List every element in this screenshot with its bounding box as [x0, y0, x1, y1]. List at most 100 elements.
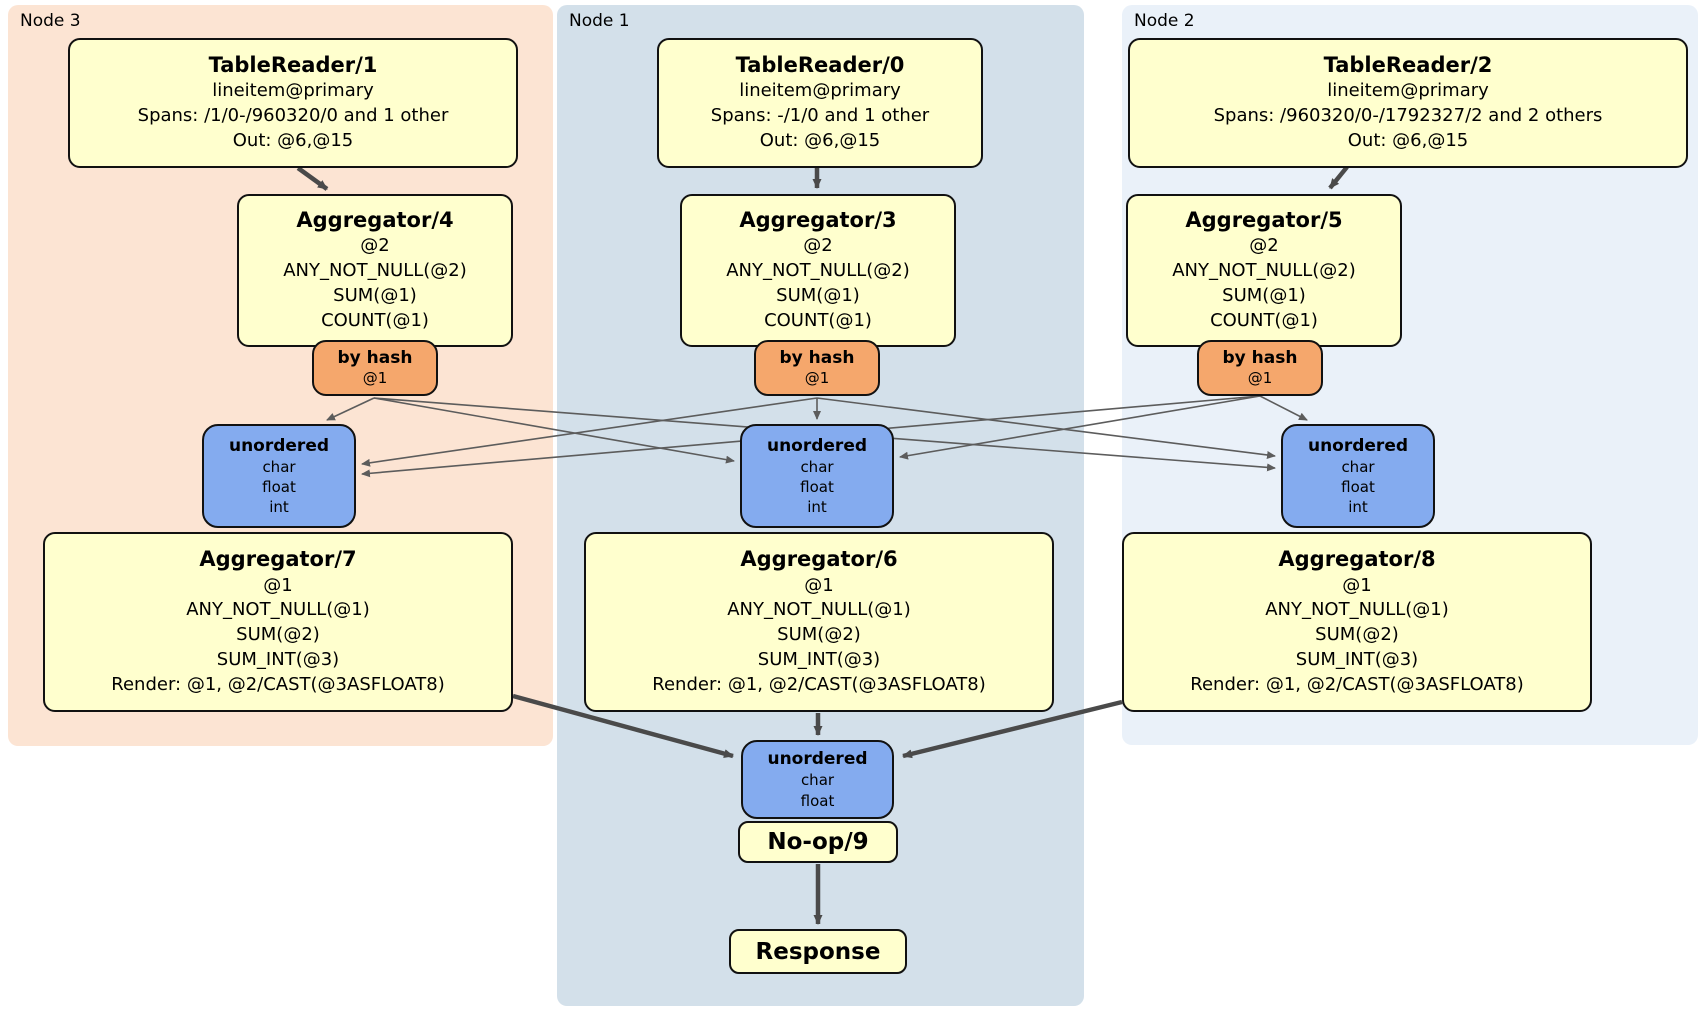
- aggregator-5-groupcols: @2: [1249, 235, 1279, 257]
- hash-router-node2: by hash @1: [1197, 340, 1323, 396]
- tablereader-2-title: TableReader/2: [1323, 53, 1493, 78]
- sync-node2-col-char: char: [1341, 457, 1375, 476]
- hash-router-node2-column: @1: [1247, 368, 1273, 387]
- response-box: Response: [729, 929, 907, 974]
- tablereader-1-title: TableReader/1: [208, 53, 378, 78]
- aggregator-4-title: Aggregator/4: [296, 208, 454, 233]
- aggregator-7-agg1: ANY_NOT_NULL(@1): [186, 599, 370, 621]
- aggregator-7-box: Aggregator/7 @1 ANY_NOT_NULL(@1) SUM(@2)…: [43, 532, 513, 712]
- aggregator-6-render: Render: @1, @2/CAST(@3ASFLOAT8): [652, 673, 986, 695]
- hash-router-node3-label: by hash: [337, 348, 413, 369]
- sync-node2-col-float: float: [1341, 477, 1375, 496]
- aggregator-4-agg3: COUNT(@1): [321, 309, 429, 331]
- aggregator-8-agg3: SUM_INT(@3): [1295, 649, 1419, 671]
- aggregator-5-box: Aggregator/5 @2 ANY_NOT_NULL(@2) SUM(@1)…: [1126, 194, 1402, 347]
- edge-router3-sync1: [373, 397, 735, 464]
- aggregator-8-agg1: ANY_NOT_NULL(@1): [1265, 599, 1449, 621]
- sync-final-col-float: float: [800, 791, 835, 810]
- aggregator-3-agg3: COUNT(@1): [764, 309, 872, 331]
- aggregator-4-groupcols: @2: [360, 235, 390, 257]
- unordered-sync-node2: unordered char float int: [1281, 424, 1435, 528]
- hash-router-node1-column: @1: [804, 368, 830, 387]
- tablereader-2-box: TableReader/2 lineitem@primary Spans: /9…: [1128, 38, 1688, 168]
- aggregator-3-groupcols: @2: [803, 235, 833, 257]
- sync-final-col-char: char: [800, 771, 835, 790]
- sync-node3-col-char: char: [262, 457, 296, 476]
- tablereader-2-spans: Spans: /960320/0-/1792327/2 and 2 others: [1213, 105, 1603, 127]
- edge-router2-sync1: [899, 395, 1261, 460]
- hash-router-node2-label: by hash: [1222, 348, 1298, 369]
- panel-node-3-label: Node 3: [20, 11, 81, 31]
- edge-tablereader2-aggregator5: [1328, 165, 1349, 190]
- sync-node1-col-int: int: [807, 498, 827, 517]
- aggregator-8-groupcols: @1: [1342, 574, 1372, 596]
- aggregator-8-title: Aggregator/8: [1278, 547, 1436, 572]
- aggregator-3-agg2: SUM(@1): [776, 285, 860, 307]
- unordered-sync-node2-label: unordered: [1307, 435, 1409, 456]
- aggregator-3-agg1: ANY_NOT_NULL(@2): [726, 260, 910, 282]
- edge-router1-sync2: [816, 397, 1276, 459]
- aggregator-7-title: Aggregator/7: [199, 547, 357, 572]
- edge-tablereader1-aggregator4: [296, 166, 329, 191]
- tablereader-0-index: lineitem@primary: [739, 80, 901, 102]
- aggregator-7-groupcols: @1: [263, 574, 293, 596]
- sync-node3-col-int: int: [269, 498, 289, 517]
- aggregator-6-box: Aggregator/6 @1 ANY_NOT_NULL(@1) SUM(@2)…: [584, 532, 1054, 712]
- sync-node1-col-float: float: [800, 477, 834, 496]
- tablereader-2-out: Out: @6,@15: [1347, 130, 1469, 152]
- aggregator-5-agg2: SUM(@1): [1222, 285, 1306, 307]
- tablereader-0-box: TableReader/0 lineitem@primary Spans: -/…: [657, 38, 983, 168]
- panel-node-1-label: Node 1: [569, 11, 630, 31]
- aggregator-8-agg2: SUM(@2): [1315, 624, 1399, 646]
- tablereader-0-title: TableReader/0: [735, 53, 905, 78]
- tablereader-1-out: Out: @6,@15: [232, 130, 354, 152]
- noop-box: No-op/9: [738, 821, 898, 863]
- aggregator-6-title: Aggregator/6: [740, 547, 898, 572]
- edge-router3-sync3: [326, 397, 375, 421]
- hash-router-node1-label: by hash: [779, 348, 855, 369]
- unordered-sync-final-label: unordered: [767, 749, 868, 770]
- hash-router-node3: by hash @1: [312, 340, 438, 396]
- aggregator-7-render: Render: @1, @2/CAST(@3ASFLOAT8): [111, 673, 445, 695]
- aggregator-8-box: Aggregator/8 @1 ANY_NOT_NULL(@1) SUM(@2)…: [1122, 532, 1592, 712]
- edge-aggregator7-final-sync: [512, 693, 734, 759]
- edge-router1-sync3: [361, 397, 818, 467]
- sync-node2-col-int: int: [1348, 498, 1368, 517]
- tablereader-1-index: lineitem@primary: [212, 80, 374, 102]
- response-title: Response: [755, 938, 881, 965]
- aggregator-5-agg1: ANY_NOT_NULL(@2): [1172, 260, 1356, 282]
- aggregator-3-title: Aggregator/3: [739, 208, 897, 233]
- thick-flow-arrows: [296, 165, 1349, 925]
- unordered-sync-node3-label: unordered: [228, 435, 330, 456]
- aggregator-4-agg1: ANY_NOT_NULL(@2): [283, 260, 467, 282]
- unordered-sync-node1: unordered char float int: [740, 424, 894, 528]
- unordered-sync-node3: unordered char float int: [202, 424, 356, 528]
- tablereader-1-box: TableReader/1 lineitem@primary Spans: /1…: [68, 38, 518, 168]
- aggregator-7-agg2: SUM(@2): [236, 624, 320, 646]
- panel-node-2-label: Node 2: [1134, 11, 1195, 31]
- aggregator-4-box: Aggregator/4 @2 ANY_NOT_NULL(@2) SUM(@1)…: [237, 194, 513, 347]
- aggregator-6-agg2: SUM(@2): [777, 624, 861, 646]
- hash-router-node3-column: @1: [362, 368, 388, 387]
- tablereader-2-index: lineitem@primary: [1327, 80, 1489, 102]
- aggregator-8-render: Render: @1, @2/CAST(@3ASFLOAT8): [1190, 673, 1524, 695]
- aggregator-6-agg1: ANY_NOT_NULL(@1): [727, 599, 911, 621]
- aggregator-5-title: Aggregator/5: [1185, 208, 1343, 233]
- tablereader-0-spans: Spans: -/1/0 and 1 other: [710, 105, 930, 127]
- sync-node3-col-float: float: [262, 477, 296, 496]
- aggregator-5-agg3: COUNT(@1): [1210, 309, 1318, 331]
- unordered-sync-final: unordered char float: [741, 740, 894, 819]
- aggregator-6-agg3: SUM_INT(@3): [757, 649, 881, 671]
- unordered-sync-node1-label: unordered: [766, 435, 868, 456]
- tablereader-0-out: Out: @6,@15: [759, 130, 881, 152]
- noop-title: No-op/9: [767, 829, 869, 855]
- hash-router-node1: by hash @1: [754, 340, 880, 396]
- sync-node1-col-char: char: [800, 457, 834, 476]
- aggregator-3-box: Aggregator/3 @2 ANY_NOT_NULL(@2) SUM(@1)…: [680, 194, 956, 347]
- aggregator-4-agg2: SUM(@1): [333, 285, 417, 307]
- edge-aggregator8-final-sync: [902, 699, 1123, 759]
- aggregator-6-groupcols: @1: [804, 574, 834, 596]
- tablereader-1-spans: Spans: /1/0-/960320/0 and 1 other: [137, 105, 449, 127]
- edge-router2-sync2: [1259, 395, 1308, 421]
